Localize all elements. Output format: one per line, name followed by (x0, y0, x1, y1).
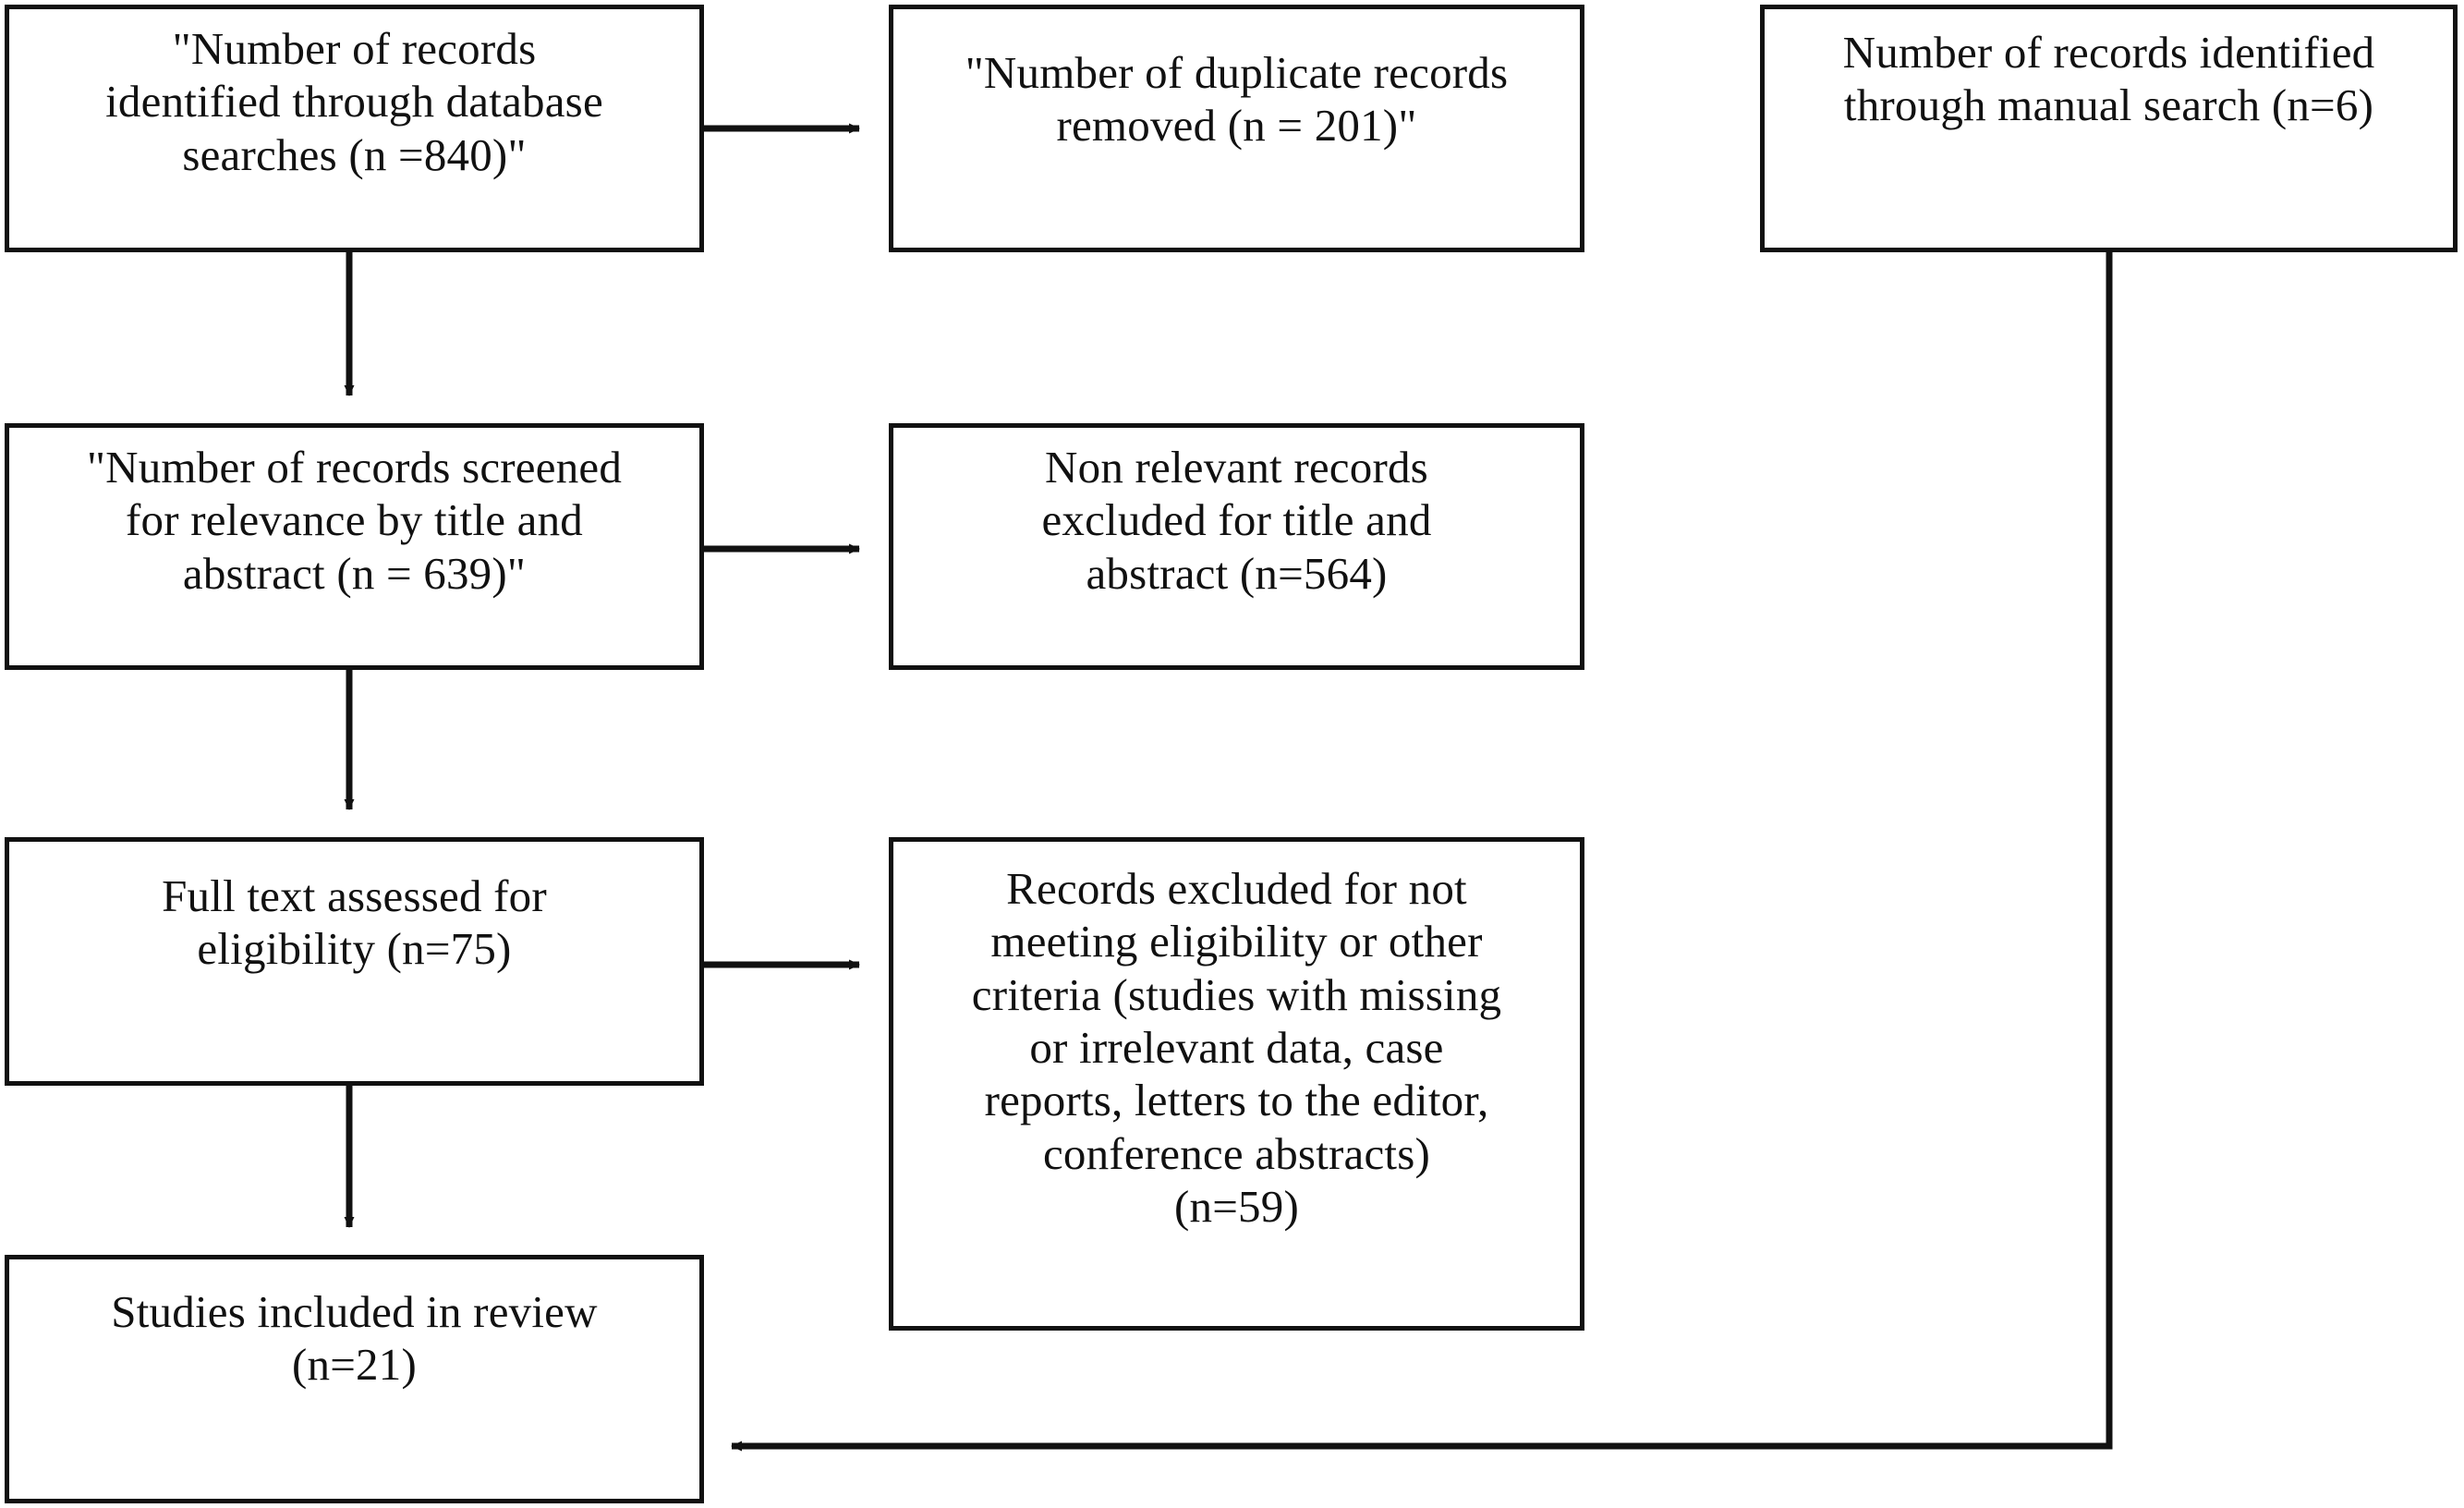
box-records-identified-manual-label: Number of records identified through man… (1842, 27, 2375, 131)
box-records-screened-label: "Number of records screened for relevanc… (86, 442, 623, 599)
box-full-text-assessed: Full text assessed for eligibility (n=75… (5, 837, 704, 1086)
box-non-relevant-excluded: Non relevant records excluded for title … (889, 423, 1584, 670)
box-records-identified-database-label: "Number of records identified through da… (105, 23, 603, 180)
box-records-excluded-eligibility-label: Records excluded for not meeting eligibi… (971, 863, 1502, 1232)
box-records-identified-manual: Number of records identified through man… (1760, 5, 2458, 252)
box-full-text-assessed-label: Full text assessed for eligibility (n=75… (162, 870, 547, 975)
box-duplicate-records-removed-label: "Number of duplicate records removed (n … (965, 47, 1509, 152)
box-records-identified-database: "Number of records identified through da… (5, 5, 704, 252)
box-records-screened: "Number of records screened for relevanc… (5, 423, 704, 670)
box-non-relevant-excluded-label: Non relevant records excluded for title … (1041, 442, 1432, 599)
box-records-excluded-eligibility: Records excluded for not meeting eligibi… (889, 837, 1584, 1331)
box-duplicate-records-removed: "Number of duplicate records removed (n … (889, 5, 1584, 252)
box-studies-included-label: Studies included in review (n=21) (111, 1286, 598, 1391)
box-studies-included: Studies included in review (n=21) (5, 1255, 704, 1503)
